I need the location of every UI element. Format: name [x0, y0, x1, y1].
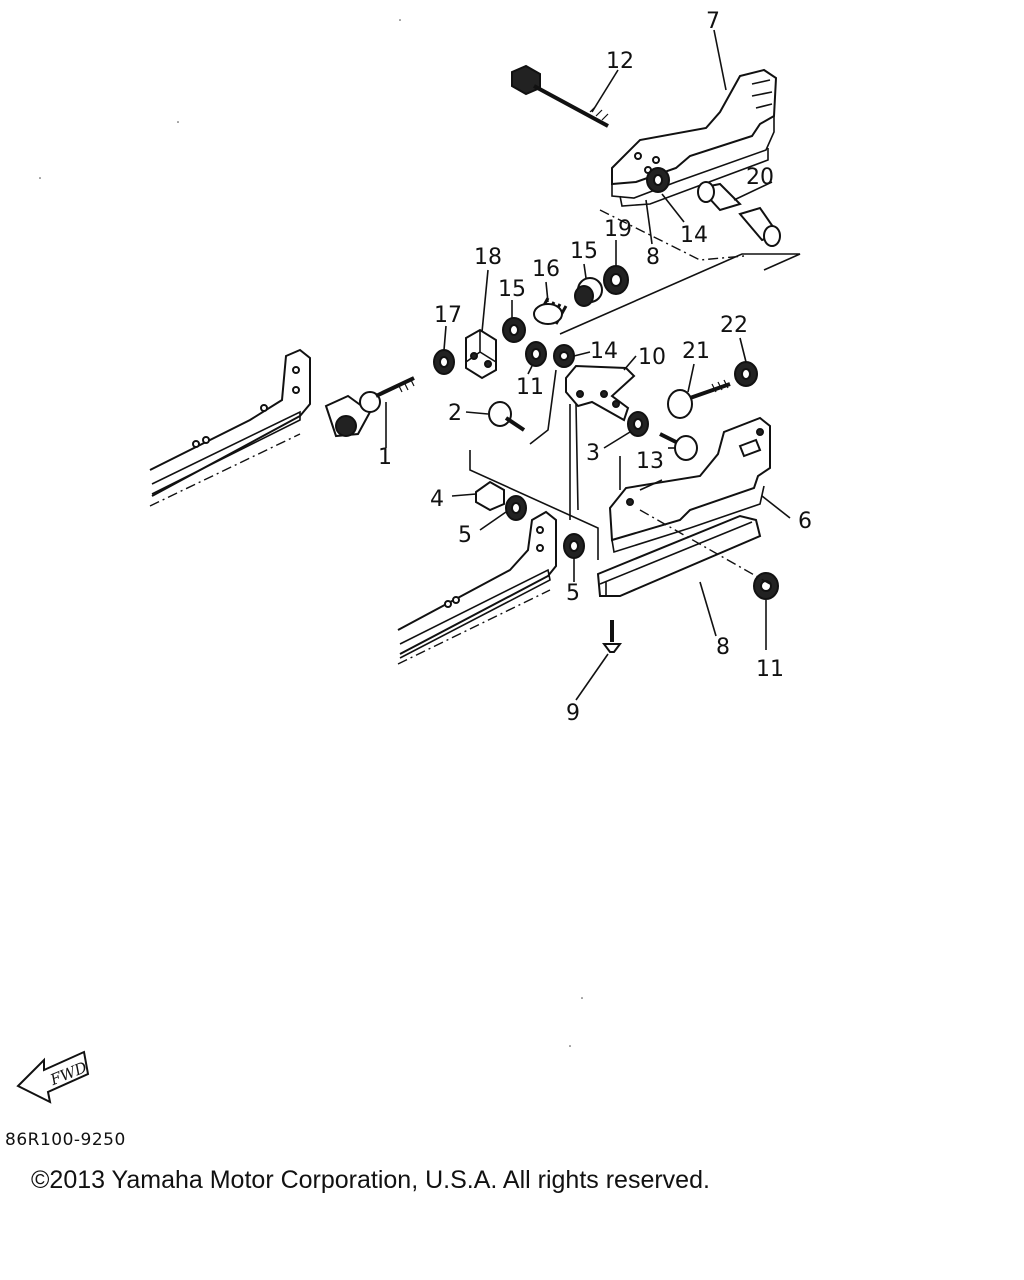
- callout-8-top: 8: [646, 245, 660, 270]
- callout-16: 16: [532, 257, 560, 282]
- callout-22: 22: [720, 313, 748, 338]
- lower-seat-rail: [596, 416, 771, 597]
- copyright-notice: ©2013 Yamaha Motor Corporation, U.S.A. A…: [31, 1166, 710, 1194]
- callout-21: 21: [682, 339, 710, 364]
- bolt-13: [659, 432, 698, 461]
- callout-4: 4: [430, 487, 444, 512]
- callout-18: 18: [474, 245, 502, 270]
- bolt-2: [488, 401, 526, 432]
- callout-9: 9: [566, 701, 580, 726]
- callout-5-mid: 5: [566, 581, 580, 606]
- callout-5-left: 5: [458, 523, 472, 548]
- callout-11-bottom: 11: [756, 657, 784, 682]
- left-rail-upper: [149, 348, 311, 507]
- callout-11-mid: 11: [516, 375, 544, 400]
- block-18: [465, 328, 497, 380]
- bolt-21: [667, 379, 731, 419]
- screw-9: [602, 620, 622, 653]
- collar-15a: [574, 277, 603, 307]
- eye-bolt-1: [324, 376, 415, 438]
- callout-3: 3: [586, 441, 600, 466]
- callout-14-top: 14: [680, 223, 708, 248]
- leader-lines: [385, 29, 791, 701]
- callout-7: 7: [706, 9, 720, 34]
- long-bolt: [511, 64, 609, 128]
- callout-17: 17: [434, 303, 462, 328]
- callout-10: 10: [638, 345, 666, 370]
- fwd-arrow-icon: FWD: [16, 1050, 90, 1104]
- callout-2: 2: [448, 401, 462, 426]
- callout-1: 1: [378, 445, 392, 470]
- callout-15-left: 15: [498, 277, 526, 302]
- callout-19: 19: [604, 217, 632, 242]
- callout-12: 12: [606, 49, 634, 74]
- callout-15-right: 15: [570, 239, 598, 264]
- callout-8-bottom: 8: [716, 635, 730, 660]
- bracket-10: [565, 364, 636, 422]
- callout-13: 13: [636, 449, 664, 474]
- spring-16: [533, 297, 568, 325]
- pivot-pin: [697, 181, 781, 247]
- callout-20: 20: [746, 165, 774, 190]
- bushing-4: [475, 480, 505, 512]
- callout-6: 6: [798, 509, 812, 534]
- diagram-code: 86R100-9250: [5, 1130, 126, 1150]
- left-rail-lower: [397, 510, 557, 665]
- callout-14-mid: 14: [590, 339, 618, 364]
